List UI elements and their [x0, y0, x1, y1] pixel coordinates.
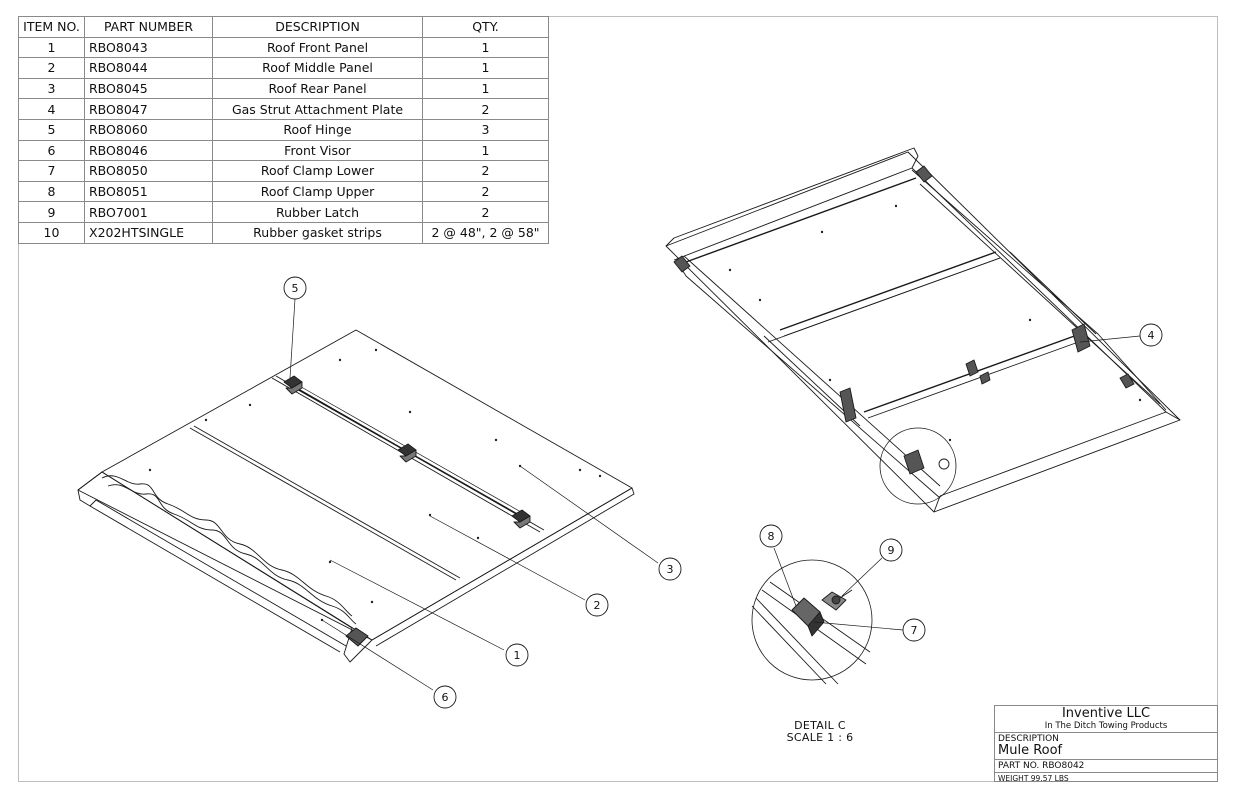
bom-part-number: RBO8047: [84, 98, 213, 120]
bom-part-number: RBO8060: [84, 118, 213, 141]
detail-c-scale: SCALE 1 : 6: [786, 731, 854, 744]
roof-top-surface: [101, 329, 633, 641]
gas-strut-plate: [1071, 323, 1091, 353]
bom-description: Rubber gasket strips: [212, 221, 423, 244]
balloon-4: 4: [1139, 323, 1163, 347]
balloon-8: 8: [759, 524, 783, 548]
detail-c-callout-circle: [879, 427, 957, 505]
roof-underside-outline: [665, 151, 1181, 513]
balloon-6: 6: [433, 685, 457, 709]
balloon-7: 7: [902, 618, 926, 642]
detail-c-title: DETAIL C: [794, 719, 846, 732]
roof-hinge-1: [283, 375, 303, 395]
bom-description: Roof Front Panel: [212, 36, 423, 59]
weight: WEIGHT 99.57 LBS: [998, 774, 1069, 783]
title-block-company: Inventive LLC In The Ditch Towing Produc…: [995, 706, 1217, 733]
title-block-description: DESCRIPTION Mule Roof: [995, 733, 1217, 760]
bom-description: Roof Clamp Lower: [212, 160, 423, 182]
part-number: PART NO. RBO8042: [995, 760, 1217, 773]
bom-part-number: RBO8051: [84, 180, 213, 203]
bom-item-no: 10: [18, 221, 85, 244]
roof-hinge-2: [397, 443, 417, 463]
balloon-5: 5: [283, 276, 307, 300]
description-value: Mule Roof: [998, 743, 1063, 758]
svg-text:8: 8: [768, 530, 775, 543]
title-block: Inventive LLC In The Ditch Towing Produc…: [994, 705, 1218, 783]
bom-part-number: RBO7001: [84, 201, 213, 223]
balloon-3: 3: [658, 557, 682, 581]
main-roof-view: [77, 329, 635, 663]
svg-text:4: 4: [1148, 329, 1155, 342]
bom-description: Gas Strut Attachment Plate: [212, 98, 423, 120]
front-corner-bracket: [345, 627, 369, 647]
balloon-2: 2: [585, 593, 609, 617]
description-label: DESCRIPTION: [998, 734, 1059, 744]
corner-bracket-right: [1119, 373, 1135, 389]
balloon-1: 1: [505, 643, 529, 667]
header-description: DESCRIPTION: [212, 16, 423, 38]
front-visor: [77, 471, 373, 663]
svg-text:7: 7: [911, 624, 918, 637]
detail-c-view: [751, 559, 873, 685]
detail-c-label: DETAIL C SCALE 1 : 6: [770, 720, 870, 744]
leader-lines: [289, 298, 1141, 691]
latch-assembly: [903, 449, 925, 475]
svg-text:5: 5: [292, 282, 299, 295]
roof-clamp-lower: [807, 611, 825, 637]
item-balloons: 5 1 2 3 4 6 8 9 7: [283, 276, 1163, 709]
svg-text:1: 1: [514, 649, 521, 662]
svg-text:2: 2: [594, 599, 601, 612]
svg-text:9: 9: [888, 544, 895, 557]
balloon-9: 9: [879, 538, 903, 562]
bom-qty: 2 @ 48", 2 @ 58": [422, 221, 549, 244]
company-name: Inventive LLC: [1061, 706, 1151, 721]
bom-part-number: X202HTSINGLE: [84, 221, 213, 244]
corner-bracket-left: [673, 255, 691, 273]
roof-hinge-3: [511, 509, 531, 529]
detail-c-circle: [751, 559, 873, 681]
svg-text:6: 6: [442, 691, 449, 704]
corner-bracket-top: [915, 165, 933, 183]
panel-seam-front: [189, 427, 457, 581]
drawing-sheet-border: [18, 16, 1218, 782]
underside-roof-view: [665, 147, 1181, 513]
side-bracket: [839, 387, 857, 423]
company-subtitle: In The Ditch Towing Products: [1044, 721, 1168, 731]
svg-text:3: 3: [667, 563, 674, 576]
